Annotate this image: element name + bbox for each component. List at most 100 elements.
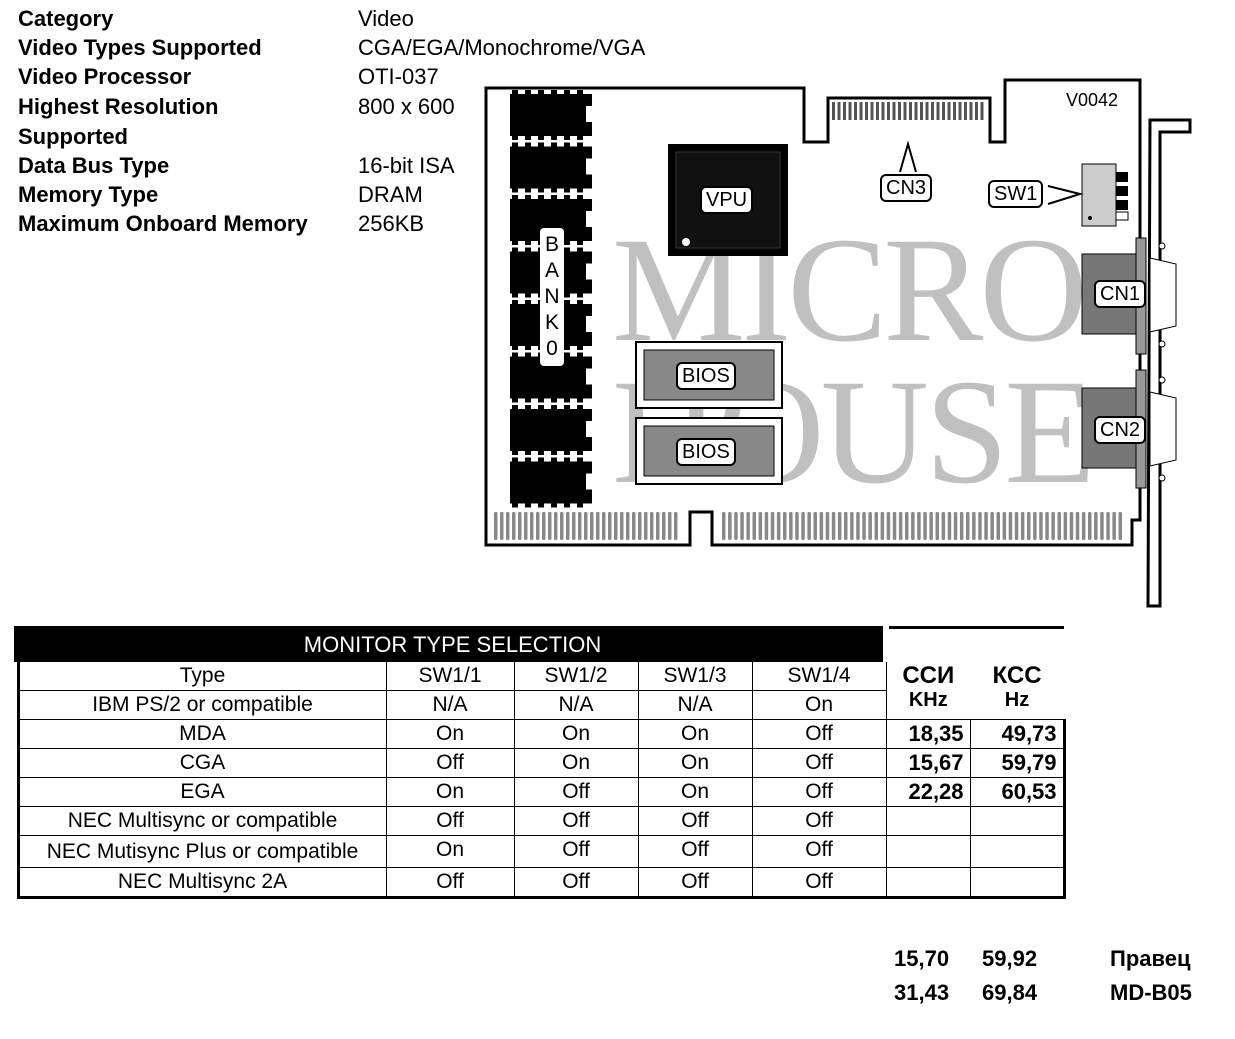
vpu-chip bbox=[668, 144, 788, 256]
spec-value-memory-type: DRAM bbox=[358, 182, 423, 207]
table-row: CGA Off On On Off 15,67 59,79 bbox=[17, 748, 1066, 778]
row-sw: N/A bbox=[513, 690, 639, 720]
isa-finger bbox=[746, 512, 750, 540]
spec-value-max-memory: 256KB bbox=[358, 211, 425, 236]
isa-finger bbox=[584, 512, 588, 540]
isa-finger bbox=[644, 512, 648, 540]
row-sw: Off bbox=[513, 867, 639, 898]
isa-finger bbox=[656, 512, 660, 540]
header-sw1-1: SW1/1 bbox=[385, 661, 515, 691]
cn3-pin bbox=[843, 102, 846, 120]
row-sw: Off bbox=[637, 867, 753, 898]
footer-note-2: MD-B05 bbox=[1110, 980, 1192, 1005]
row-type: EGA bbox=[17, 777, 387, 807]
isa-finger bbox=[764, 512, 769, 540]
spec-value-category: Video bbox=[358, 6, 414, 31]
isa-finger bbox=[1069, 512, 1074, 540]
cn3-pin bbox=[953, 102, 956, 120]
cn3-pin bbox=[969, 102, 973, 120]
table-row: MDA On On On Off 18,35 49,73 bbox=[17, 719, 1066, 749]
isa-finger bbox=[548, 512, 552, 540]
isa-finger bbox=[905, 512, 909, 540]
isa-finger bbox=[770, 512, 775, 540]
isa-finger bbox=[874, 512, 878, 540]
isa-finger bbox=[500, 512, 504, 540]
isa-finger bbox=[512, 512, 516, 540]
isa-finger bbox=[650, 512, 654, 540]
isa-finger bbox=[632, 512, 636, 540]
isa-finger bbox=[1014, 512, 1019, 540]
monitor-type-table: MONITOR TYPE SELECTION Type SW1/1 SW1/2 … bbox=[13, 626, 1066, 899]
row-sw: Off bbox=[513, 835, 639, 868]
board-diagram: MICRO HOUSE ™ bbox=[484, 78, 1192, 608]
header-khz-unit: KHz bbox=[908, 688, 948, 711]
row-type: NEC Multisync or compatible bbox=[17, 806, 387, 836]
isa-finger bbox=[911, 512, 915, 540]
row-sw: N/A bbox=[385, 690, 515, 720]
row-sw: Off bbox=[751, 777, 887, 807]
isa-finger bbox=[880, 512, 885, 540]
footer-khz-1: 15,70 bbox=[894, 946, 950, 971]
memory-chip bbox=[510, 142, 594, 193]
isa-finger bbox=[734, 512, 738, 540]
row-khz: 22,28 bbox=[885, 777, 971, 807]
row-sw: Off bbox=[385, 748, 515, 778]
isa-finger bbox=[554, 512, 558, 540]
header-sw1-2: SW1/2 bbox=[513, 661, 639, 691]
isa-finger bbox=[996, 512, 1000, 540]
row-hz bbox=[969, 867, 1066, 898]
row-type: IBM PS/2 or compatible bbox=[17, 690, 387, 720]
table-row: NEC Mutisync Plus or compatible On Off O… bbox=[17, 835, 1066, 868]
isa-finger bbox=[789, 512, 793, 540]
spec-label-category: Category bbox=[18, 6, 114, 31]
isa-finger bbox=[596, 512, 600, 540]
row-hz: 60,53 bbox=[969, 777, 1066, 807]
isa-finger bbox=[674, 512, 678, 540]
row-sw: Off bbox=[751, 719, 887, 749]
spec-value-video-types: CGA/EGA/Monochrome/VGA bbox=[358, 35, 646, 60]
row-sw: Off bbox=[751, 748, 887, 778]
cn3-pins bbox=[832, 102, 984, 120]
table-title: MONITOR TYPE SELECTION bbox=[13, 627, 890, 662]
isa-finger bbox=[1063, 512, 1068, 540]
isa-finger bbox=[868, 512, 872, 540]
isa-finger bbox=[590, 512, 594, 540]
isa-finger bbox=[542, 512, 546, 540]
table-row: NEC Multisync or compatible Off Off Off … bbox=[17, 806, 1066, 836]
isa-finger bbox=[862, 512, 866, 540]
isa-finger bbox=[1027, 512, 1031, 540]
isa-finger bbox=[1094, 512, 1098, 540]
row-hz bbox=[969, 835, 1066, 868]
memory-chip bbox=[510, 405, 594, 455]
cn3-label: CN3 bbox=[880, 174, 933, 202]
isa-finger bbox=[1088, 512, 1092, 540]
isa-finger bbox=[795, 512, 799, 540]
isa-finger bbox=[626, 512, 630, 540]
isa-finger bbox=[917, 512, 921, 540]
isa-finger bbox=[886, 512, 891, 540]
isa-finger bbox=[638, 512, 642, 540]
spec-label-video-types: Video Types Supported bbox=[18, 35, 262, 60]
row-sw: On bbox=[385, 719, 515, 749]
row-sw: On bbox=[513, 719, 639, 749]
isa-finger bbox=[740, 512, 744, 540]
cn3-pin bbox=[931, 102, 934, 120]
spec-value-highest-resolution: 800 x 600 bbox=[358, 94, 455, 119]
row-sw: N/A bbox=[637, 690, 753, 720]
footer-hz-1: 59,92 bbox=[982, 946, 1038, 971]
row-sw: Off bbox=[385, 806, 515, 836]
isa-finger bbox=[978, 512, 982, 540]
isa-finger bbox=[825, 512, 830, 540]
cn3-pin bbox=[887, 102, 890, 120]
bios-chip-1 bbox=[635, 341, 783, 409]
cn3-pin bbox=[876, 102, 879, 120]
footer-khz-2: 31,43 bbox=[894, 980, 950, 1005]
table-spacer bbox=[886, 627, 971, 662]
isa-finger bbox=[1008, 512, 1013, 540]
isa-finger bbox=[602, 512, 606, 540]
table-row: NEC Multisync 2A Off Off Off Off bbox=[17, 867, 1066, 898]
isa-finger bbox=[1100, 512, 1104, 540]
row-sw: On bbox=[637, 748, 753, 778]
isa-finger bbox=[898, 512, 903, 540]
isa-finger bbox=[1039, 512, 1043, 540]
